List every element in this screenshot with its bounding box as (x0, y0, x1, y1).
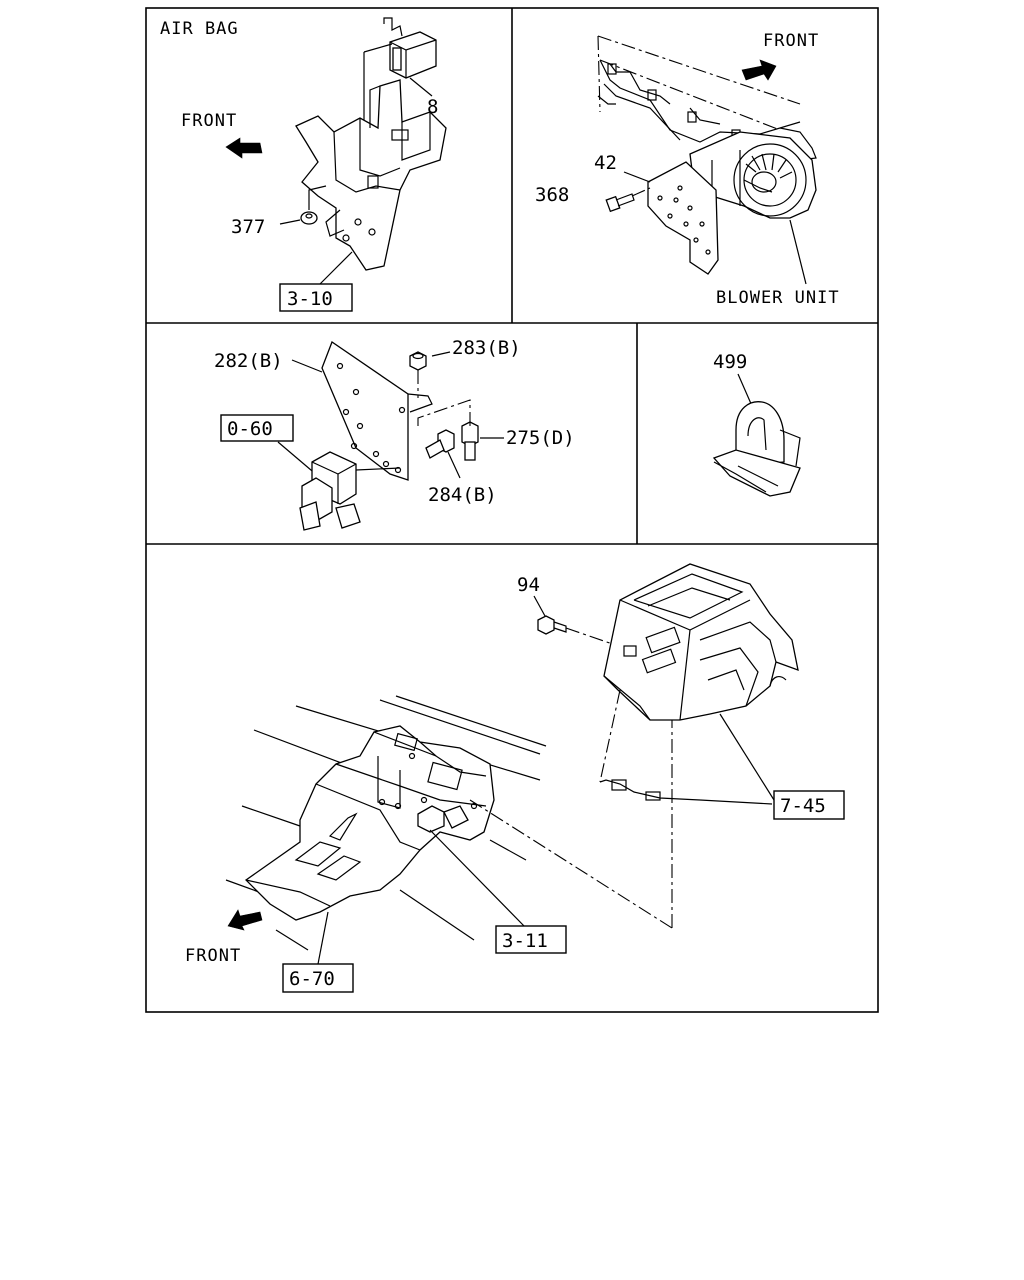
ref-3-10: 3-10 (287, 288, 333, 310)
ref-box-6-70 (282, 963, 354, 993)
callout-42: 42 (594, 152, 617, 174)
front-arrow-icon (227, 909, 263, 931)
bracket-panel: 282(B) 283(B) 275(D) (214, 337, 575, 531)
plate-42 (647, 161, 719, 275)
callout-94: 94 (517, 574, 540, 596)
callout-282b: 282(B) (214, 350, 283, 372)
airbag-panel: AIR BAG FRONT 8 (160, 17, 447, 312)
blower-front-label: FRONT (763, 31, 819, 51)
blower-unit-label: BLOWER UNIT (716, 288, 840, 308)
ref-6-70: 6-70 (289, 968, 335, 990)
nut-283b (409, 351, 427, 371)
airbag-sensor-module (383, 17, 437, 79)
ref-box-0-60 (220, 414, 294, 442)
callout-8: 8 (427, 96, 438, 118)
front-arrow-icon (741, 59, 777, 81)
ref-box-7-45 (773, 790, 845, 820)
center-console (603, 563, 799, 721)
callout-283b: 283(B) (452, 337, 521, 359)
clip-panel: 499 (712, 351, 801, 497)
callout-284b: 284(B) (428, 484, 497, 506)
wire-harness (599, 689, 701, 801)
dashboard-frame (597, 59, 817, 161)
console-front-label: FRONT (185, 946, 241, 966)
callout-499: 499 (713, 351, 747, 373)
airbag-front-label: FRONT (181, 111, 237, 131)
airbag-title: AIR BAG (160, 19, 239, 39)
callout-377: 377 (231, 216, 265, 238)
console-panel: 94 (185, 563, 845, 993)
front-arrow-icon (225, 137, 263, 159)
floor-tunnel (225, 695, 547, 951)
clip-499 (712, 401, 801, 497)
screw-94 (537, 615, 567, 635)
diagram-frame (145, 7, 879, 1013)
ref-box-3-11 (495, 925, 567, 954)
ref-7-45: 7-45 (780, 795, 826, 817)
bolt-284b (425, 429, 455, 459)
mounting-plate-282b (321, 340, 433, 481)
ref-box-3-10 (279, 283, 353, 312)
ref-3-11: 3-11 (502, 930, 548, 952)
callout-275d: 275(D) (506, 427, 575, 449)
bolt-275d (461, 421, 479, 461)
ref-0-60: 0-60 (227, 418, 273, 440)
blower-panel: FRONT (535, 31, 840, 308)
nut-377 (300, 211, 318, 225)
screw-368 (605, 193, 635, 213)
solenoid-valve (299, 451, 401, 531)
airbag-bracket (295, 79, 447, 271)
callout-368: 368 (535, 184, 569, 206)
